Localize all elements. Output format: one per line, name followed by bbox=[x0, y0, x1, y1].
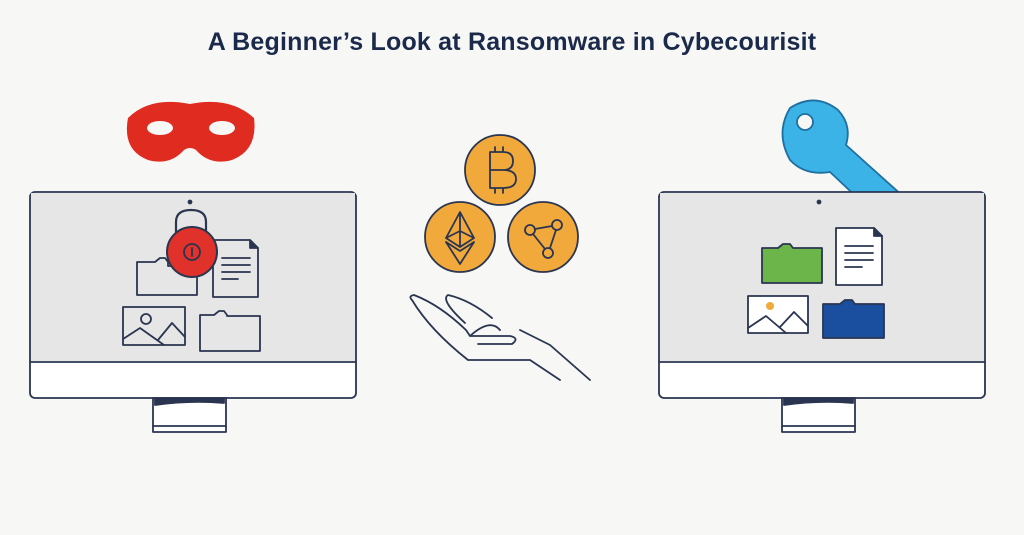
ethereum-icon bbox=[424, 201, 496, 273]
folder-icon bbox=[199, 310, 261, 352]
padlock-icon bbox=[166, 208, 218, 278]
document-icon bbox=[835, 227, 883, 286]
bitcoin-icon bbox=[464, 134, 536, 206]
crypto-network-icon bbox=[507, 201, 579, 273]
folder-icon bbox=[136, 257, 198, 296]
page-title: A Beginner’s Look at Ransomware in Cybec… bbox=[207, 28, 817, 56]
folder-icon bbox=[761, 243, 823, 284]
mask-icon bbox=[126, 101, 255, 162]
open-hand-icon bbox=[409, 294, 591, 381]
infected-computer bbox=[29, 191, 357, 433]
image-icon bbox=[122, 306, 186, 346]
restored-computer bbox=[658, 191, 986, 433]
folder-icon bbox=[822, 299, 885, 339]
document-icon bbox=[212, 239, 259, 298]
image-icon bbox=[747, 295, 809, 334]
